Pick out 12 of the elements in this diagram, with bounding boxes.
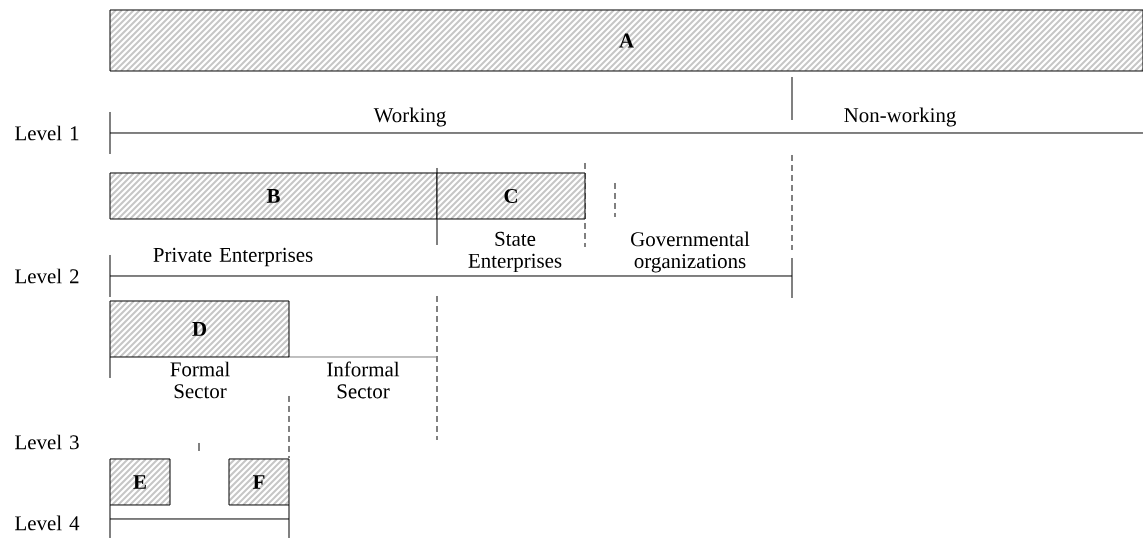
category-label: Informal Sector (327, 361, 400, 399)
hatched-box: D (109, 300, 290, 358)
category-label: Level 1 (15, 125, 79, 141)
hatched-box: F (228, 458, 290, 506)
category-label: Working (373, 107, 446, 127)
hatched-box: C (436, 172, 586, 220)
hatched-box: A (109, 9, 1143, 72)
category-label: Level 4 (15, 515, 80, 531)
category-label: Private Enterprises (153, 247, 313, 267)
hatched-box: E (109, 458, 171, 506)
category-label: State Enterprises (468, 231, 562, 273)
category-label: Level 2 (15, 268, 79, 284)
